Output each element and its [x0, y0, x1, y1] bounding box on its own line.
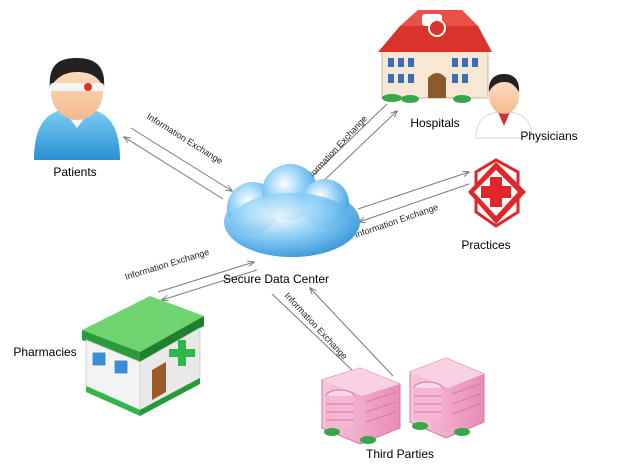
node-hospitals: Hospitals — [378, 10, 492, 130]
patient-icon — [34, 58, 120, 160]
cloud-icon — [224, 164, 360, 257]
pharmacy-building-icon — [82, 296, 204, 416]
edge-practices: Information Exchange — [353, 172, 469, 240]
practices-label: Practices — [461, 238, 510, 252]
edge-label-hospitals: Information Exchange — [302, 114, 369, 185]
hospital-building-icon — [378, 10, 492, 103]
arrow-line — [310, 288, 394, 377]
red-cross-icon — [468, 158, 526, 228]
physician-icon — [475, 74, 533, 139]
node-patients: Patients — [34, 58, 120, 179]
center-label: Secure Data Center — [223, 272, 329, 286]
edge-label-practices: Information Exchange — [353, 202, 439, 240]
arrow-line — [314, 111, 397, 190]
edge-label-pharmacies: Information Exchange — [124, 247, 211, 282]
edge-patients: Information Exchange — [124, 111, 232, 200]
third-parties-label: Third Parties — [366, 447, 434, 461]
node-physicians: Physicians — [475, 74, 578, 143]
arrow-line — [357, 172, 469, 210]
arrow-line — [359, 183, 470, 222]
arrow-line — [157, 262, 254, 293]
office-buildings-icon — [321, 357, 485, 445]
arrow-line — [130, 127, 232, 191]
secure-data-center: Secure Data Center — [223, 164, 360, 286]
edge-hospitals: Information Exchange — [302, 103, 397, 190]
node-pharmacies: Pharmacies — [13, 296, 204, 416]
node-practices: Practices — [461, 158, 526, 252]
hospitals-label: Hospitals — [410, 116, 459, 130]
node-third-parties: Third Parties — [321, 357, 485, 461]
pharmacies-label: Pharmacies — [13, 345, 76, 359]
physicians-label: Physicians — [520, 129, 577, 143]
arrow-line — [162, 269, 258, 300]
edge-label-third-parties: Information Exchange — [283, 291, 350, 362]
patients-label: Patients — [53, 165, 96, 179]
arrow-line — [124, 137, 224, 200]
arrow-line — [304, 103, 388, 184]
